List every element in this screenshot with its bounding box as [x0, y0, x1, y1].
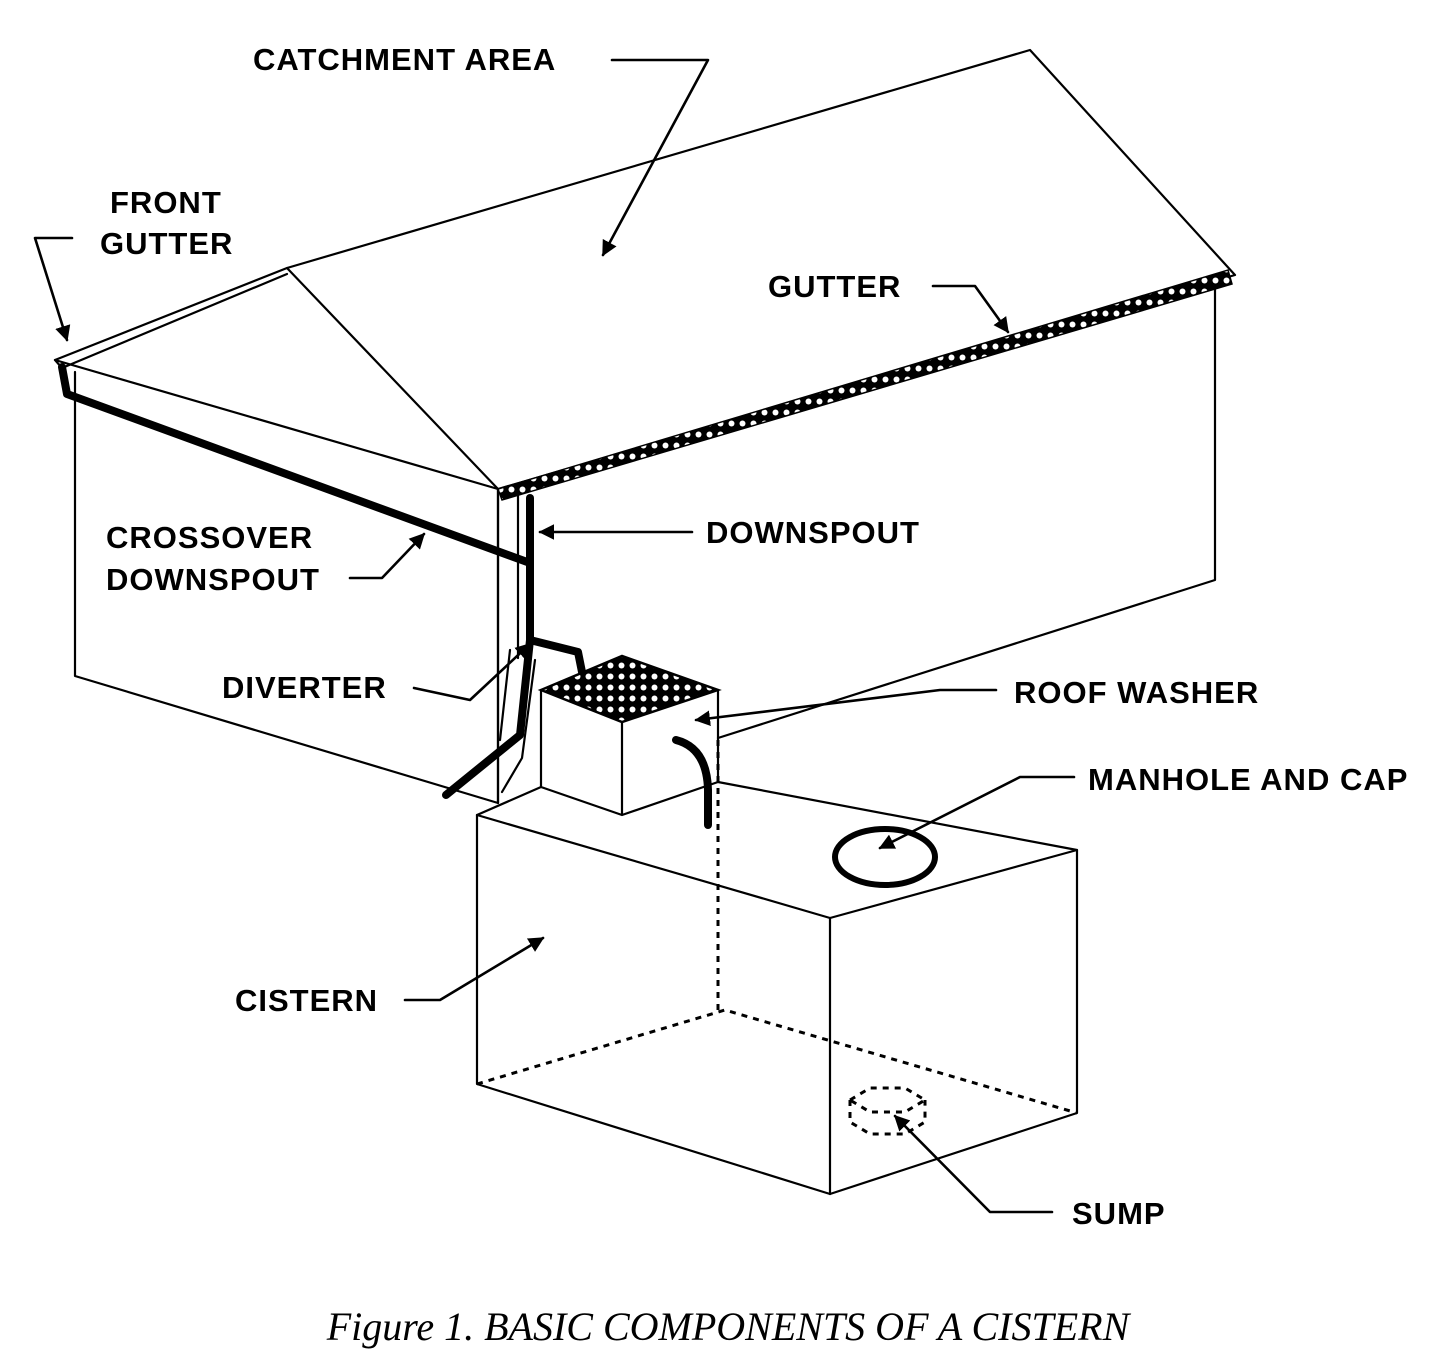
label-gutter: GUTTER	[768, 269, 901, 304]
manhole-and-cap	[832, 826, 938, 888]
label-catchment-area: CATCHMENT AREA	[253, 42, 556, 77]
leader-manhole	[878, 775, 1076, 850]
roof-washer-top	[537, 654, 722, 724]
leader-diverter	[412, 642, 532, 702]
gutter	[497, 269, 1233, 501]
label-sump: SUMP	[1072, 1196, 1166, 1231]
diverter	[526, 636, 586, 676]
label-crossover-line2: DOWNSPOUT	[106, 562, 320, 597]
label-manhole-and-cap: MANHOLE AND CAP	[1088, 762, 1408, 797]
roof-hip	[53, 266, 500, 491]
diverter-outflow	[442, 636, 534, 799]
label-roof-washer: ROOF WASHER	[1014, 675, 1259, 710]
roof-washer-body	[539, 688, 720, 817]
label-front-gutter-line1: FRONT	[110, 185, 222, 220]
sump	[847, 1086, 928, 1136]
house	[53, 48, 1237, 805]
label-downspout: DOWNSPOUT	[706, 515, 920, 550]
leader-cistern	[403, 936, 545, 1002]
downspouts	[58, 363, 586, 805]
leader-gutter	[931, 284, 1010, 334]
figure-caption: Figure 1. BASIC COMPONENTS OF A CISTERN	[326, 1304, 1132, 1349]
roof-main	[285, 48, 1237, 491]
leader-front-gutter	[33, 236, 74, 342]
leader-roof-washer	[694, 688, 998, 727]
leaders	[33, 58, 1076, 1214]
label-front-gutter-line2: GUTTER	[100, 226, 233, 261]
cistern-hidden-edges	[476, 1008, 1078, 1115]
labels: CATCHMENT AREA FRONT GUTTER GUTTER CROSS…	[100, 42, 1408, 1231]
roof-washer	[537, 654, 722, 1010]
label-diverter: DIVERTER	[222, 670, 387, 705]
side-wall	[716, 280, 1217, 740]
label-cistern: CISTERN	[235, 983, 378, 1018]
downspout-column	[496, 487, 520, 805]
cistern-side	[716, 780, 1079, 1196]
cistern	[475, 780, 1079, 1196]
crossover-downspout	[58, 363, 534, 567]
leader-crossover	[348, 532, 426, 580]
front-gutter	[53, 272, 289, 370]
cistern-front	[475, 813, 832, 1196]
leader-sump	[893, 1114, 1054, 1214]
label-crossover-line1: CROSSOVER	[106, 520, 313, 555]
leader-catchment	[601, 58, 710, 257]
washer-outlet-pipe	[672, 736, 712, 829]
cistern-top	[475, 785, 1079, 920]
